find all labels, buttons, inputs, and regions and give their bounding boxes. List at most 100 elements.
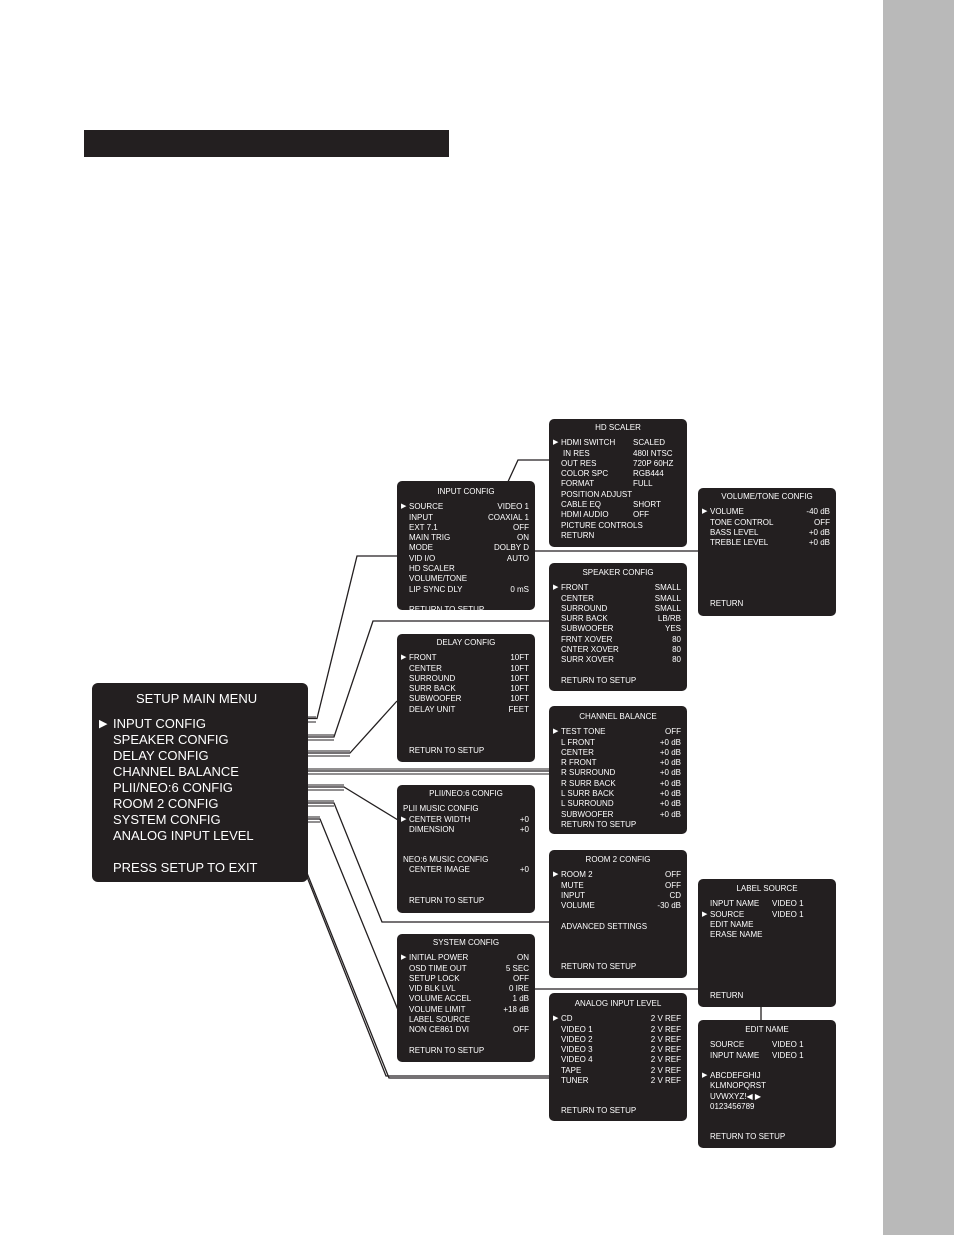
menu-row[interactable]: L SURROUND+0 dB <box>555 799 681 809</box>
return-item[interactable]: RETURN <box>555 531 681 541</box>
return-item[interactable]: RETURN TO SETUP <box>561 675 637 685</box>
return-item[interactable]: RETURN <box>710 991 744 1001</box>
menu-row[interactable]: VOLUME LIMIT+18 dB <box>403 1005 529 1015</box>
menu-row[interactable]: R FRONT+0 dB <box>555 758 681 768</box>
menu-row[interactable]: DIMENSION+0 <box>403 825 529 835</box>
menu-row[interactable]: HD SCALER <box>403 564 529 574</box>
menu-item-speaker-config[interactable]: SPEAKER CONFIG <box>113 732 229 747</box>
menu-row[interactable]: CENTER+0 dB <box>555 748 681 758</box>
menu-item-input-config[interactable]: INPUT CONFIG <box>99 716 308 732</box>
charset-row[interactable]: 0123456789 <box>710 1102 755 1112</box>
return-item[interactable]: RETURN TO SETUP <box>561 819 637 829</box>
charset-row[interactable]: UVWXYZ!◀ ▶ <box>710 1091 761 1101</box>
return-item[interactable]: RETURN TO SETUP <box>561 1106 637 1116</box>
menu-row[interactable]: R SURR BACK+0 dB <box>555 779 681 789</box>
return-item[interactable]: RETURN TO SETUP <box>561 962 637 972</box>
menu-row[interactable]: R SURROUND+0 dB <box>555 768 681 778</box>
menu-row[interactable]: VOLUME-40 dB <box>704 507 830 517</box>
charset-row[interactable]: KLMNOPQRST <box>710 1081 767 1091</box>
return-item[interactable]: RETURN TO SETUP <box>409 746 485 756</box>
erase-name-item[interactable]: ERASE NAME <box>710 930 763 940</box>
menu-row[interactable]: VOLUME/TONE <box>403 574 529 584</box>
charset-row[interactable]: ABCDEFGHIJ <box>704 1071 830 1081</box>
menu-item-room2-config[interactable]: ROOM 2 CONFIG <box>113 796 219 811</box>
edit-name-item[interactable]: EDIT NAME <box>710 919 754 929</box>
menu-row[interactable]: TREBLE LEVEL+0 dB <box>704 538 830 548</box>
menu-item-system-config[interactable]: SYSTEM CONFIG <box>113 812 221 827</box>
menu-row[interactable]: CENTER IMAGE+0 <box>403 865 529 875</box>
menu-row[interactable]: SUBWOOFER+0 dB <box>555 810 681 820</box>
menu-item-delay-config[interactable]: DELAY CONFIG <box>113 748 209 763</box>
menu-row[interactable]: LABEL SOURCE <box>403 1015 529 1025</box>
menu-row[interactable]: VOLUME-30 dB <box>555 901 681 911</box>
menu-row[interactable]: BASS LEVEL+0 dB <box>704 528 830 538</box>
menu-row[interactable]: POSITION ADJUST <box>555 490 681 500</box>
row-label: SURROUND <box>561 603 608 613</box>
return-item[interactable]: RETURN <box>710 599 744 609</box>
return-item[interactable]: RETURN TO SETUP <box>710 1132 786 1142</box>
menu-item-analog-input-level[interactable]: ANALOG INPUT LEVEL <box>113 828 254 843</box>
row-label: SURR XOVER <box>561 655 614 665</box>
advanced-settings-item[interactable]: ADVANCED SETTINGS <box>561 921 648 931</box>
menu-row[interactable]: CENTER WIDTH+0 <box>403 815 529 825</box>
return-item[interactable]: RETURN TO SETUP <box>409 605 485 615</box>
menu-row[interactable]: L FRONT+0 dB <box>555 738 681 748</box>
row-label: SETUP LOCK <box>409 973 460 983</box>
menu-row[interactable]: PICTURE CONTROLS <box>555 521 681 531</box>
menu-item-channel-balance[interactable]: CHANNEL BALANCE <box>113 764 239 779</box>
menu-row[interactable]: L SURR BACK+0 dB <box>555 789 681 799</box>
return-item[interactable]: RETURN TO SETUP <box>409 895 485 905</box>
return-item[interactable]: RETURN TO SETUP <box>409 1045 485 1055</box>
menu-row[interactable]: CD2 V REF <box>555 1014 681 1024</box>
menu-item-plii-neo6-config[interactable]: PLII/NEO:6 CONFIG <box>113 780 233 795</box>
